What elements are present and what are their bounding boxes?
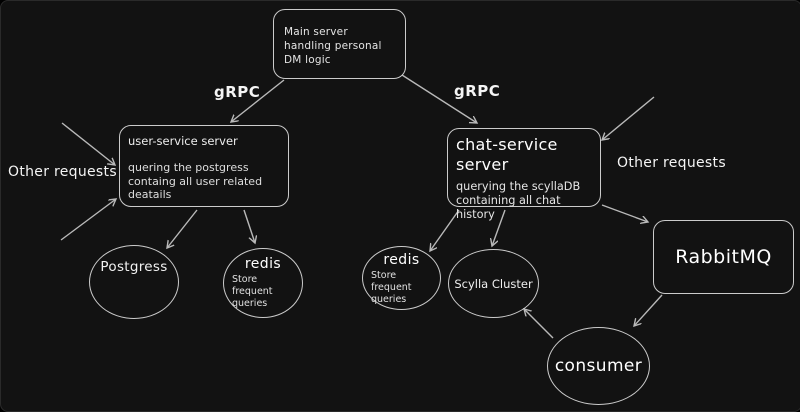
node-scylla-cluster[interactable]: Scylla Cluster — [448, 249, 539, 318]
arrow-chat-service-to-rabbitmq[interactable] — [601, 204, 648, 222]
redis-right-label: redis — [383, 252, 420, 268]
main-server-subtitle: handling personal DM logic — [284, 40, 382, 66]
node-postgress[interactable]: Postgress — [89, 245, 179, 319]
edge-label-other-requests-right: Other requests — [617, 155, 726, 171]
redis-left-label: redis — [244, 256, 282, 272]
node-rabbitmq[interactable]: RabbitMQ — [653, 220, 794, 294]
consumer-label: consumer — [554, 356, 643, 376]
arrow-user-service-to-postgress[interactable] — [167, 209, 198, 248]
node-main-server[interactable]: Main server handling personal DM logic — [273, 9, 406, 79]
arrow-main-to-user-service[interactable] — [231, 79, 285, 122]
arrow-user-service-to-redis[interactable] — [243, 209, 255, 243]
arrow-chat-service-to-scylla[interactable] — [492, 209, 506, 246]
arrow-chat-service-to-redis[interactable] — [430, 209, 460, 251]
arrow-main-to-chat-service[interactable] — [401, 74, 477, 123]
chat-service-line2: containing all chat history — [456, 194, 561, 221]
arrow-other-requests-right[interactable] — [602, 96, 655, 140]
node-user-service[interactable]: user-service server quering the postgres… — [119, 125, 289, 207]
main-server-title: Main server — [284, 26, 348, 38]
edge-label-grpc-right: gRPC — [454, 82, 501, 100]
arrow-other-requests-left-bottom[interactable] — [60, 199, 116, 241]
edge-label-grpc-left: gRPC — [214, 83, 261, 101]
arrow-other-requests-left-top[interactable] — [61, 122, 115, 165]
edge-label-other-requests-left: Other requests — [8, 164, 117, 180]
chat-service-line1: querying the scyllaDB — [456, 180, 581, 193]
redis-left-sublabel: Store frequent queries — [232, 274, 273, 309]
user-service-line2: containg all user related deatails — [128, 174, 263, 202]
node-redis-chat-service[interactable]: redis Store frequent queries — [362, 246, 441, 310]
node-consumer[interactable]: consumer — [547, 327, 650, 405]
arrow-consumer-to-scylla[interactable] — [524, 309, 554, 339]
scylla-label: Scylla Cluster — [454, 276, 533, 291]
user-service-title: user-service server — [128, 134, 238, 148]
chat-service-title: chat-service server — [456, 135, 558, 174]
redis-right-sublabel: Store frequent queries — [371, 270, 412, 305]
rabbitmq-label: RabbitMQ — [675, 246, 772, 268]
node-chat-service[interactable]: chat-service server querying the scyllaD… — [447, 128, 601, 221]
arrow-rabbitmq-to-consumer[interactable] — [634, 294, 663, 326]
postgress-label: Postgress — [100, 259, 168, 275]
user-service-line1: quering the postgress — [128, 161, 249, 174]
node-redis-user-service[interactable]: redis Store frequent queries — [223, 248, 303, 318]
